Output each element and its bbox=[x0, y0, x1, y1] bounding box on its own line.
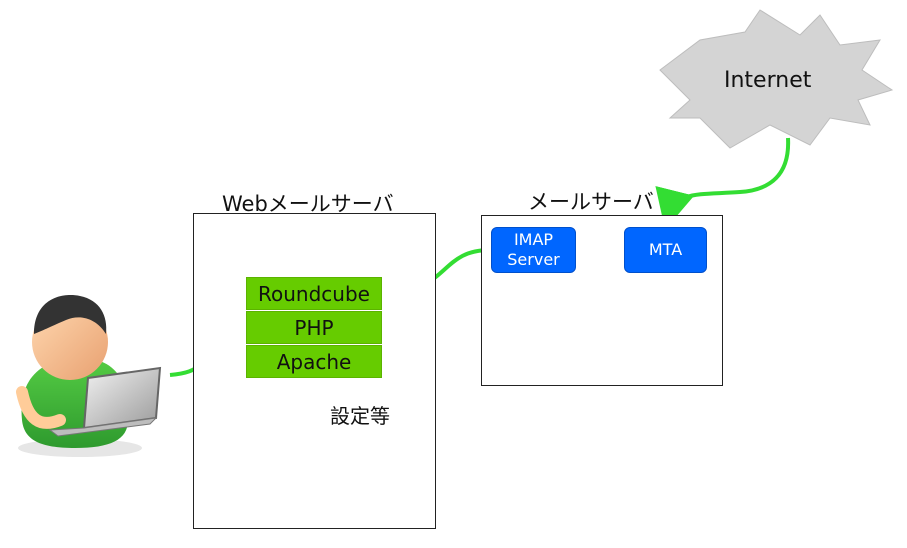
web-server-title: Webメールサーバ bbox=[222, 192, 394, 216]
user-icon bbox=[16, 295, 162, 457]
mailbox-label-line2: ボックス bbox=[567, 342, 627, 360]
php-layer: PHP bbox=[246, 311, 382, 344]
mail-server-title: メールサーバ bbox=[528, 190, 654, 214]
mta-label: MTA bbox=[648, 240, 683, 259]
mailbox-label: メール ボックス bbox=[556, 324, 638, 360]
config-label: 設定等 bbox=[330, 404, 390, 428]
arrow-internet-to-mta bbox=[655, 137, 791, 230]
mailbox-label-line1: メール bbox=[574, 324, 620, 342]
rdb-label: RDB bbox=[296, 478, 332, 497]
imap-server-box: IMAP Server bbox=[491, 227, 576, 273]
imap-label-line2: Server bbox=[507, 250, 560, 269]
apache-layer: Apache bbox=[246, 345, 382, 378]
mta-box: MTA bbox=[624, 227, 707, 273]
internet-label: Internet bbox=[724, 68, 812, 93]
roundcube-layer: Roundcube bbox=[246, 277, 382, 310]
internet-cloud bbox=[659, 9, 894, 149]
imap-label-line1: IMAP bbox=[513, 230, 554, 249]
